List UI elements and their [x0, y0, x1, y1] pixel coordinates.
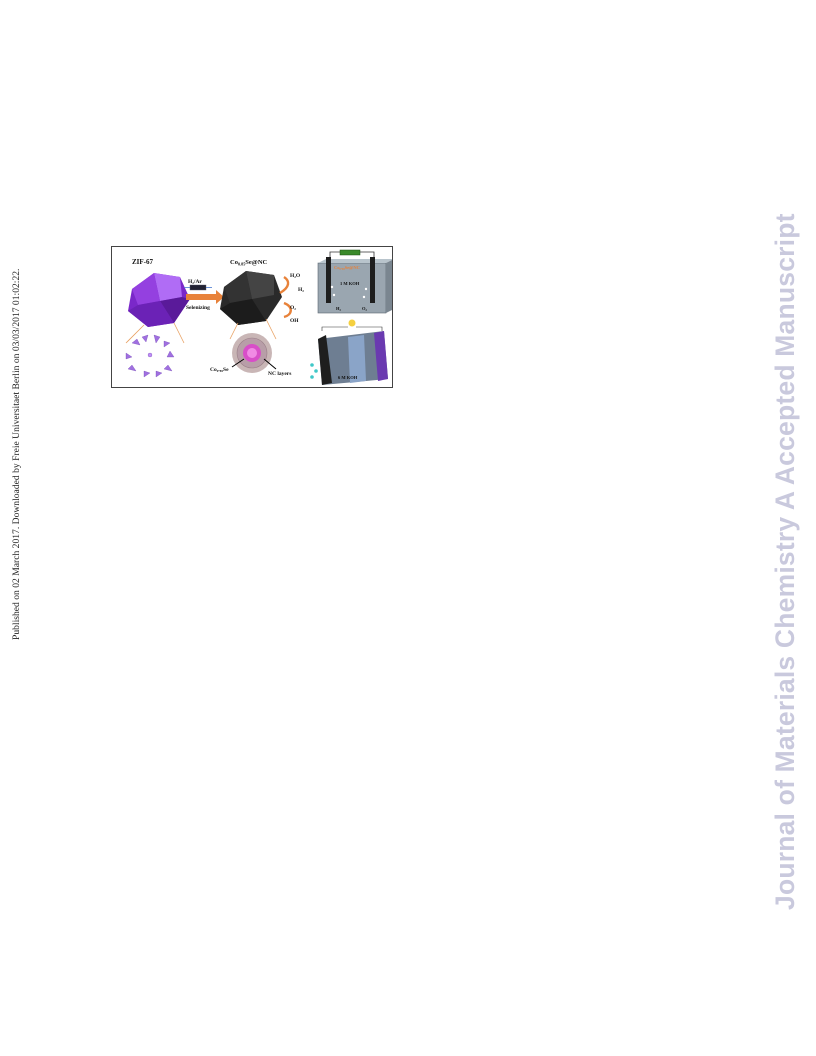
zif67-crystal: [128, 273, 190, 327]
oh-label: OH: [290, 318, 299, 324]
shell-label: NC layers: [268, 371, 291, 377]
watermark-text: Journal of Materials Chemistry A Accepte…: [770, 213, 800, 910]
zif67-label: ZIF-67: [132, 258, 154, 266]
zif-framework: [125, 334, 175, 378]
publication-note-text: Published on 02 March 2017. Downloaded b…: [11, 268, 22, 640]
gas-label: H₂/Ar: [188, 279, 202, 285]
publication-side-note: Published on 02 March 2017. Downloaded b…: [3, 230, 22, 640]
zif-zoom-lines: [125, 322, 185, 344]
h2-label: H₂: [298, 287, 304, 293]
electrolyte-1-label: 1 M KOH: [340, 281, 360, 286]
core-shell-zoom-lines: [229, 318, 277, 340]
process-arrow: [184, 284, 224, 304]
supercapacitor-cell: [310, 319, 388, 385]
reaction-arrows: [279, 276, 292, 319]
cell-o2-label: O₂: [362, 306, 368, 311]
graphic-svg: ZIF-67 H₂/Ar Seleni: [125, 249, 392, 385]
o2-label: O₂: [290, 305, 296, 311]
core-shell-particle: [231, 333, 277, 373]
process-label: Selenizing: [186, 305, 210, 311]
electrolyte-2-label: 6 M KOH: [338, 375, 358, 380]
co-se-nc-crystal: [220, 271, 282, 325]
toc-graphic: ZIF-67 H₂/Ar Seleni: [111, 246, 393, 388]
product-label: Co0.85Se@NC: [230, 259, 268, 267]
core-label: Co₀.₈₅Se: [210, 367, 229, 373]
cell-h2-label: H₂: [336, 306, 342, 311]
h2o-label: H₂O: [290, 273, 301, 279]
water-splitting-cell: [317, 249, 392, 314]
electrode-top-label: Co₀.₈₅Se@NC: [334, 265, 360, 270]
journal-watermark: Journal of Materials Chemistry A Accepte…: [770, 140, 810, 920]
